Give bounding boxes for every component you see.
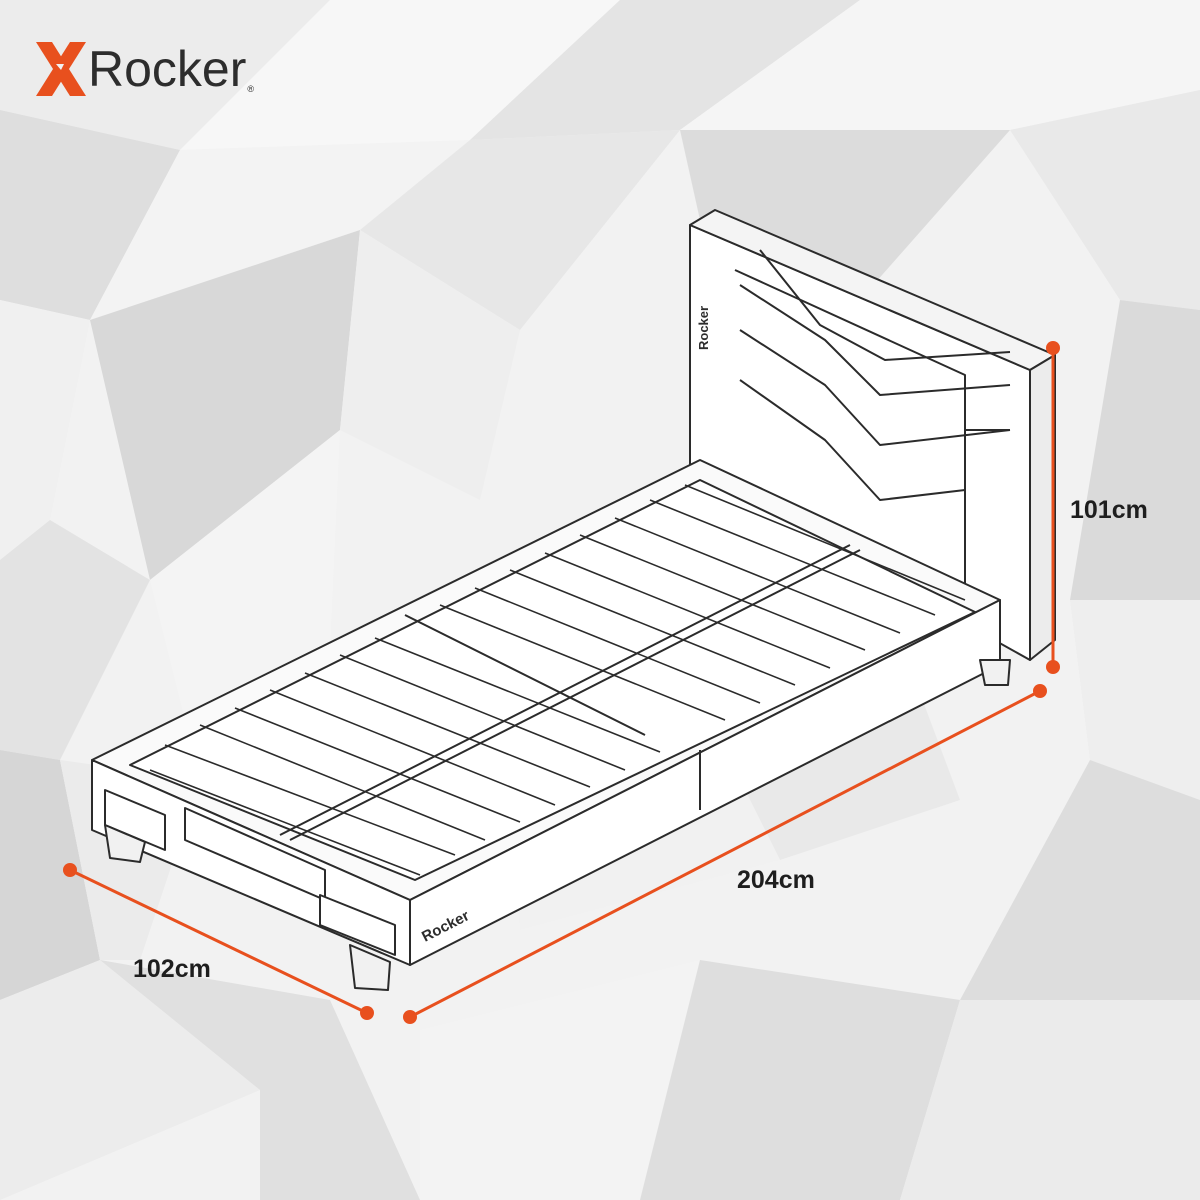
leg-front-left	[104, 824, 146, 863]
registered-mark: ®	[247, 84, 255, 94]
dimension-lines	[63, 341, 1060, 1024]
slats	[149, 484, 966, 876]
length-dimension-line	[409, 689, 1041, 1019]
leg-back-right	[979, 659, 1011, 686]
width-endpoint-right	[360, 1006, 374, 1020]
leg-front-right	[349, 944, 391, 991]
length-endpoint-back	[1033, 684, 1047, 698]
height-endpoint-top	[1046, 341, 1060, 355]
brand-logo: Rocker ®	[34, 34, 254, 104]
length-endpoint-front	[403, 1010, 417, 1024]
height-endpoint-bottom	[1046, 660, 1060, 674]
headboard-logo: Rocker	[696, 306, 711, 350]
width-endpoint-left	[63, 863, 77, 877]
brand-name: Rocker	[88, 41, 247, 97]
height-dimension-label: 101cm	[1070, 496, 1148, 524]
width-dimension-line	[69, 868, 368, 1015]
x-mark-icon	[36, 42, 86, 96]
width-dimension-label: 102cm	[133, 955, 211, 983]
length-dimension-label: 204cm	[737, 866, 815, 894]
